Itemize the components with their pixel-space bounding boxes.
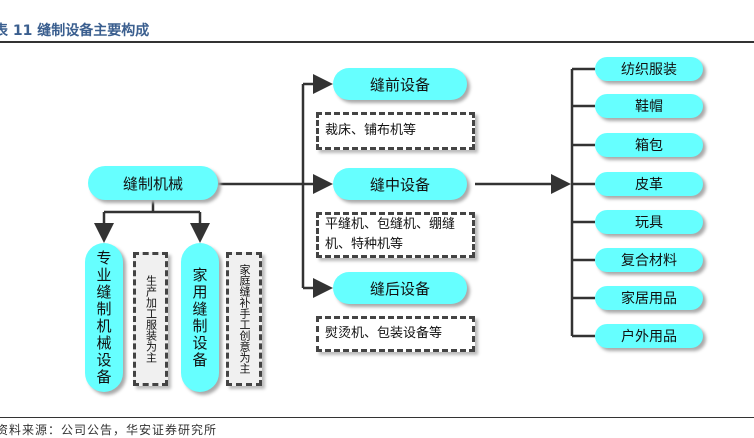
type-household-note: 家庭缝补手工创意为主	[226, 252, 262, 386]
source-divider	[0, 417, 754, 418]
source-note: 资料来源：公司公告，华安证券研究所	[0, 423, 218, 437]
stage-pre-examples: 裁床、铺布机等	[316, 112, 475, 150]
app-home: 家居用品	[595, 286, 703, 310]
app-textile: 纺织服装	[595, 57, 703, 81]
app-composites: 复合材料	[595, 248, 703, 272]
app-bags: 箱包	[595, 133, 703, 157]
app-toys: 玩具	[595, 210, 703, 234]
stage-post: 缝后设备	[333, 272, 467, 304]
type-household: 家用缝制设备	[181, 243, 219, 392]
app-outdoor: 户外用品	[595, 324, 703, 348]
stage-post-examples: 熨烫机、包装设备等	[316, 316, 475, 352]
app-shoes-hats: 鞋帽	[595, 94, 703, 118]
title-divider	[0, 41, 754, 43]
figure-title: 表 11 缝制设备主要构成	[0, 23, 150, 39]
stage-mid-examples: 平缝机、包缝机、绷缝机、特种机等	[316, 212, 475, 258]
stage-mid: 缝中设备	[333, 168, 467, 200]
root-node: 缝制机械	[88, 166, 218, 200]
type-industrial: 专业缝制机械设备	[85, 243, 123, 392]
app-leather: 皮革	[595, 172, 703, 196]
type-industrial-note: 生产加工服装为主	[133, 252, 168, 386]
stage-pre: 缝前设备	[333, 68, 467, 100]
